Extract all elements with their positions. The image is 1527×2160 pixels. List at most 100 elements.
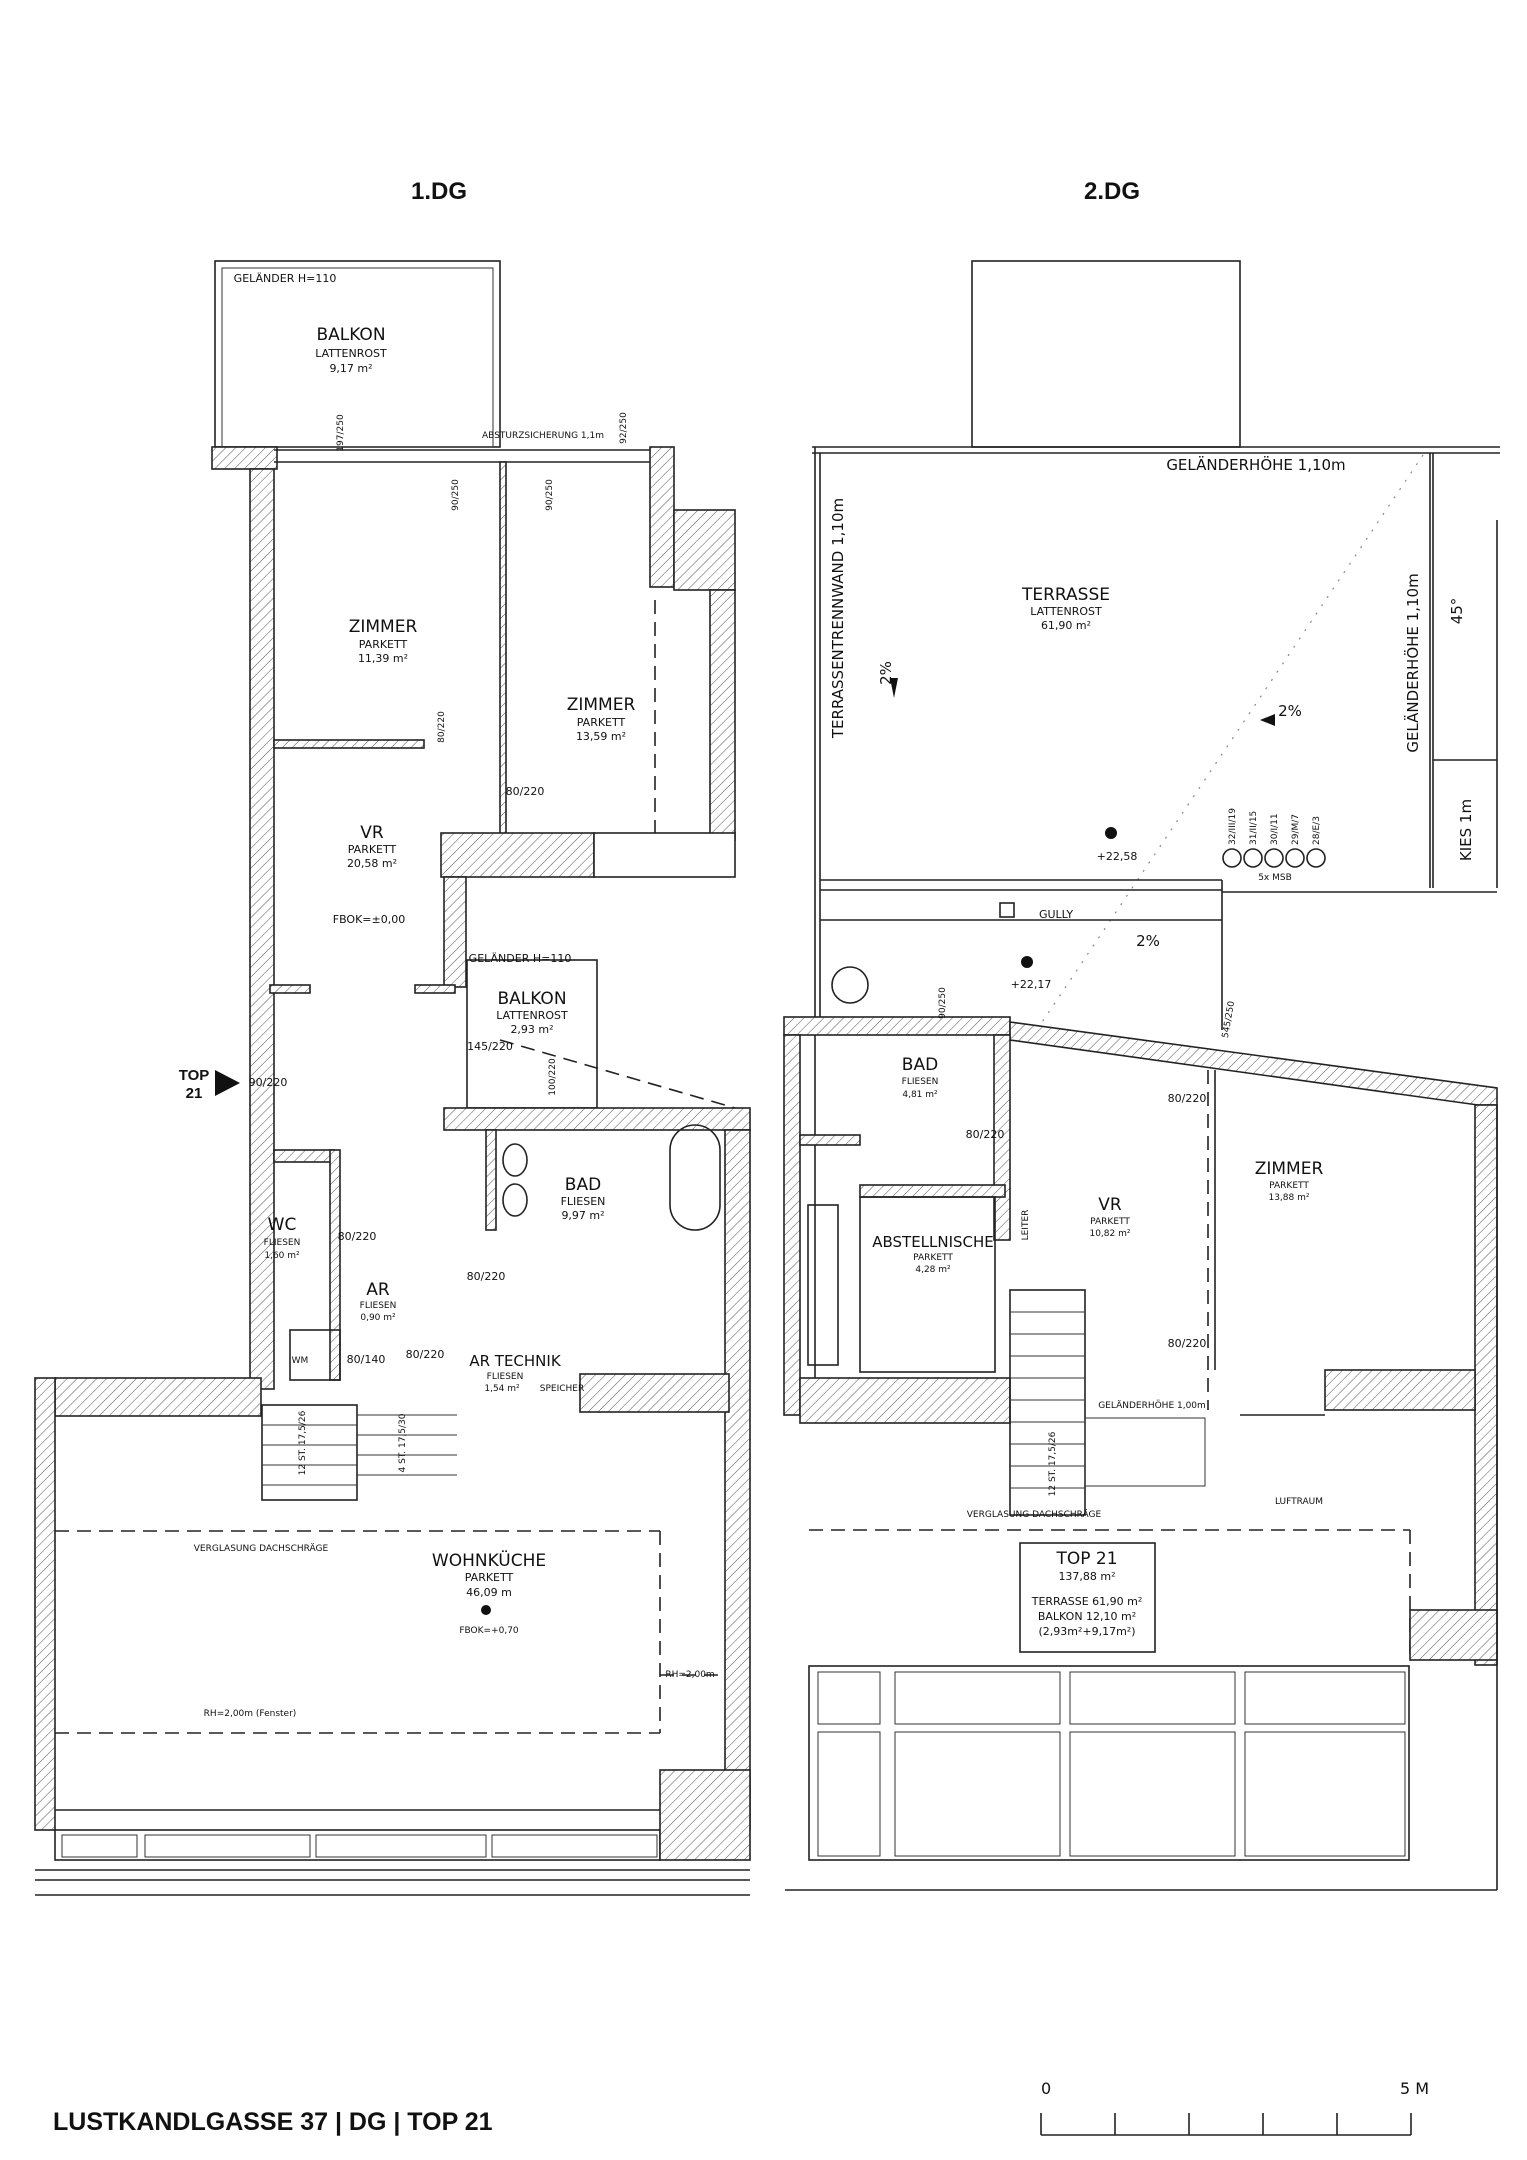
vr-level: FBOK=±0,00 xyxy=(333,913,405,926)
technik-area: 1,54 m² xyxy=(484,1384,520,1394)
wc-name: WC xyxy=(268,1215,297,1235)
wohnkueche-level: FBOK=+0,70 xyxy=(459,1626,519,1636)
zimmer3-area: 13,88 m² xyxy=(1268,1193,1309,1203)
level1-walls: WM xyxy=(34,260,751,1896)
zimmer3-floor: PARKETT xyxy=(1269,1181,1309,1191)
vr-area: 20,58 m² xyxy=(347,857,397,870)
balcony-floor: LATTENROST xyxy=(315,347,387,360)
technik-floor: FLIESEN xyxy=(487,1372,524,1382)
terrace-railing-right: GELÄNDERHÖHE 1,10m xyxy=(1403,573,1422,752)
summary-balcony: BALKON 12,10 m² xyxy=(1038,1610,1136,1623)
zimmer1-name: ZIMMER xyxy=(349,617,418,637)
dim-bad-door: 80/220 xyxy=(467,1270,506,1283)
abstellnische-name: ABSTELLNISCHE xyxy=(872,1233,994,1251)
vr2-floor: PARKETT xyxy=(1090,1217,1130,1227)
dim-door-a: 90/250 xyxy=(451,479,461,511)
dim-small-balcony-b: 100/220 xyxy=(548,1058,558,1096)
dim-technik-door: 80/220 xyxy=(406,1348,445,1361)
entrance-marker-top: TOP xyxy=(179,1067,210,1084)
small-balcony-area: 2,93 m² xyxy=(510,1023,553,1036)
bad-floor: FLIESEN xyxy=(561,1195,606,1208)
bad2-name: BAD xyxy=(902,1055,938,1075)
glazing2-label: VERGLASUNG DACHSCHRÄGE xyxy=(967,1509,1102,1520)
summary-terrace: TERRASSE 61,90 m² xyxy=(1031,1595,1143,1608)
stairs-b-label: 4 ST. 17,5/30 xyxy=(398,1413,408,1472)
level2-walls xyxy=(783,260,1500,1891)
summary-title: TOP 21 xyxy=(1055,1549,1117,1569)
stair-railing-label: GELÄNDERHÖHE 1,00m xyxy=(1098,1400,1206,1411)
summary-box: TOP 21 137,88 m² TERRASSE 61,90 m² BALKO… xyxy=(1019,1542,1156,1653)
gravel-label: KIES 1m xyxy=(1457,799,1475,861)
bad2-floor: FLIESEN xyxy=(902,1077,939,1087)
ladder-label: LEITER xyxy=(1021,1210,1031,1241)
bad-name: BAD xyxy=(565,1175,601,1195)
terrace-name: TERRASSE xyxy=(1021,585,1110,605)
scale-bar: 0 5 M xyxy=(1040,2079,1429,2136)
angle-label: 45° xyxy=(1448,598,1466,625)
abstellnische-area: 4,28 m² xyxy=(915,1265,951,1275)
terrace-railing-top: GELÄNDERHÖHE 1,10m xyxy=(1166,455,1345,474)
fall-protection-label: ABSTURZSICHERUNG 1,1m xyxy=(482,431,604,441)
zimmer1-floor: PARKETT xyxy=(359,638,408,651)
wc-floor: FLIESEN xyxy=(264,1238,301,1248)
zimmer2-floor: PARKETT xyxy=(577,716,626,729)
summary-balcony-detail: (2,93m²+9,17m²) xyxy=(1038,1625,1135,1638)
zimmer3-name: ZIMMER xyxy=(1255,1159,1324,1179)
technik-storage: SPEICHER xyxy=(540,1384,584,1394)
heading-1dg: 1.DG xyxy=(411,178,467,205)
heading-2dg: 2.DG xyxy=(1084,178,1140,205)
terrace-area: 61,90 m² xyxy=(1041,619,1091,632)
dim-bad2-door: 80/220 xyxy=(966,1128,1005,1141)
zimmer2-area: 13,59 m² xyxy=(576,730,626,743)
rh-right-label: RH=2,00m xyxy=(665,1670,714,1680)
balcony-railing-label: GELÄNDER H=110 xyxy=(234,272,337,285)
vr2-name: VR xyxy=(1098,1195,1122,1215)
wohnkueche-floor: PARKETT xyxy=(465,1571,514,1584)
level1-labels: GELÄNDER H=110 BALKON LATTENROST 9,17 m²… xyxy=(179,272,715,1719)
lower-level: +22,17 xyxy=(1011,978,1052,991)
dim-zimmer-door-b: 80/220 xyxy=(1168,1337,1207,1350)
terrace-partition: TERRASSENTRENNWAND 1,10m xyxy=(829,498,847,739)
level-marker-icon xyxy=(481,1605,491,1615)
msb-label: 30/I/11 xyxy=(1270,813,1280,845)
dim-wc-door: 80/220 xyxy=(338,1230,377,1243)
wohnkueche-name: WOHNKÜCHE xyxy=(432,1549,546,1571)
rh-window-label: RH=2,00m (Fenster) xyxy=(204,1709,297,1719)
stairs2-label: 12 ST. 17,5/26 xyxy=(1048,1431,1058,1496)
void-label: LUFTRAUM xyxy=(1275,1497,1323,1507)
vr2-area: 10,82 m² xyxy=(1089,1229,1130,1239)
entrance-arrow-icon xyxy=(215,1070,240,1096)
scale-start: 0 xyxy=(1041,2079,1051,2098)
msb-label: 29/M/7 xyxy=(1291,814,1301,845)
dim-zimmer2-door: 80/220 xyxy=(506,785,545,798)
dim-balcony-door: 197/250 xyxy=(336,414,346,452)
summary-total: 137,88 m² xyxy=(1058,1570,1115,1583)
slope-b: 2% xyxy=(1278,702,1302,720)
msb-label: 32/III/19 xyxy=(1228,808,1238,845)
dim-window: 545/250 xyxy=(1221,1000,1237,1039)
level2-labels: GELÄNDERHÖHE 1,10m TERRASSENTRENNWAND 1,… xyxy=(829,455,1475,1653)
level-marker-icon xyxy=(1105,827,1117,839)
level-marker-icon xyxy=(1021,956,1033,968)
small-balcony-floor: LATTENROST xyxy=(496,1009,568,1022)
vr-floor: PARKETT xyxy=(348,843,397,856)
ar-floor: FLIESEN xyxy=(360,1301,397,1311)
dim-door-b: 90/250 xyxy=(545,479,555,511)
msb-vents xyxy=(1222,848,1326,868)
dim-door-top: 90/250 xyxy=(938,987,948,1019)
zimmer2-name: ZIMMER xyxy=(567,695,636,715)
dim-zimmer1-door: 80/220 xyxy=(437,711,447,743)
plan-title: LUSTKANDLGASSE 37 | DG | TOP 21 xyxy=(53,2108,493,2136)
small-balcony-railing: GELÄNDER H=110 xyxy=(469,952,572,965)
terrace-floor: LATTENROST xyxy=(1030,605,1102,618)
dim-entrance: 90/220 xyxy=(249,1076,288,1089)
glazing-label: VERGLASUNG DACHSCHRÄGE xyxy=(194,1543,329,1554)
dim-zimmer-door-a: 80/220 xyxy=(1168,1092,1207,1105)
dim-small-balcony-a: 145/220 xyxy=(467,1040,513,1053)
ar-area: 0,90 m² xyxy=(360,1313,396,1323)
bad2-area: 4,81 m² xyxy=(902,1090,938,1100)
small-balcony-name: BALKON xyxy=(497,989,566,1009)
slope-arrow-icon xyxy=(890,678,898,698)
technik-name: AR TECHNIK xyxy=(469,1352,561,1370)
